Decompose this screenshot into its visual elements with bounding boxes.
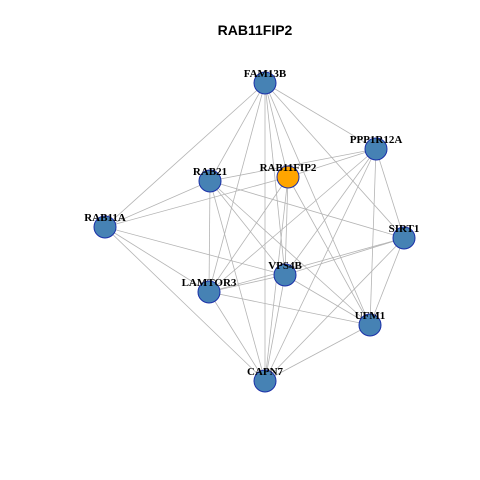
node-sirt1 — [392, 226, 416, 250]
edge-ppp1r12a-vps4b — [284, 148, 377, 276]
edge-fam13b-sirt1 — [264, 82, 405, 239]
edge-ppp1r12a-sirt1 — [375, 148, 405, 239]
node-rab11a — [93, 215, 117, 239]
node-vps4b — [273, 263, 297, 287]
node-rab11fip2 — [276, 165, 300, 189]
edge-rab21-rab11a — [104, 180, 211, 228]
node-capn7 — [253, 369, 277, 393]
node-rab21 — [198, 169, 222, 193]
edge-ppp1r12a-capn7 — [264, 148, 377, 382]
edge-ufm1-capn7 — [264, 324, 371, 382]
graph-title: RAB11FIP2 — [218, 22, 293, 38]
edge-fam13b-rab11a — [104, 82, 266, 228]
edge-fam13b-rab21 — [209, 82, 266, 182]
edge-vps4b-ufm1 — [284, 274, 371, 326]
node-label-rab11fip2: RAB11FIP2 — [260, 162, 317, 174]
node-layer — [93, 71, 416, 393]
node-label-ppp1r12a: PPP1R12A — [350, 134, 403, 146]
edge-layer — [104, 82, 405, 382]
node-ufm1 — [358, 313, 382, 337]
edge-sirt1-capn7 — [264, 237, 405, 382]
edge-rab11fip2-vps4b — [284, 176, 289, 276]
node-label-ufm1: UFM1 — [355, 310, 386, 322]
edge-fam13b-ppp1r12a — [264, 82, 377, 150]
edge-ppp1r12a-rab21 — [209, 148, 377, 182]
node-label-fam13b: FAM13B — [244, 68, 287, 80]
edge-rab11a-vps4b — [104, 226, 286, 276]
edge-fam13b-vps4b — [264, 82, 286, 276]
edge-vps4b-capn7 — [264, 274, 286, 382]
edge-rab21-vps4b — [209, 180, 286, 276]
edge-rab11fip2-lamtor3 — [208, 176, 289, 293]
edge-sirt1-lamtor3 — [208, 237, 405, 293]
node-ppp1r12a — [364, 137, 388, 161]
edge-rab11a-capn7 — [104, 226, 266, 382]
edge-fam13b-ufm1 — [264, 82, 371, 326]
edge-rab21-ufm1 — [209, 180, 371, 326]
edge-ppp1r12a-lamtor3 — [208, 148, 377, 293]
edge-ppp1r12a-rab11fip2 — [287, 148, 377, 178]
edge-ppp1r12a-ufm1 — [369, 148, 377, 326]
edge-fam13b-rab11fip2 — [264, 82, 289, 178]
edge-rab21-capn7 — [209, 180, 266, 382]
node-label-lamtor3: LAMTOR3 — [182, 277, 237, 289]
edge-rab11a-lamtor3 — [104, 226, 210, 293]
edge-rab21-sirt1 — [209, 180, 405, 239]
node-label-vps4b: VPS4B — [268, 260, 302, 272]
node-label-rab11a: RAB11A — [84, 212, 126, 224]
edge-rab11fip2-rab11a — [104, 176, 289, 228]
node-lamtor3 — [197, 280, 221, 304]
node-label-sirt1: SIRT1 — [389, 223, 420, 235]
edge-lamtor3-ufm1 — [208, 291, 371, 326]
node-label-rab21: RAB21 — [193, 166, 227, 178]
edge-lamtor3-capn7 — [208, 291, 266, 382]
edge-rab21-lamtor3 — [208, 180, 211, 293]
node-label-capn7: CAPN7 — [247, 366, 284, 378]
edge-sirt1-vps4b — [284, 237, 405, 276]
edge-vps4b-lamtor3 — [208, 274, 286, 293]
edge-rab11fip2-ufm1 — [287, 176, 371, 326]
node-fam13b — [253, 71, 277, 95]
edge-sirt1-ufm1 — [369, 237, 405, 326]
